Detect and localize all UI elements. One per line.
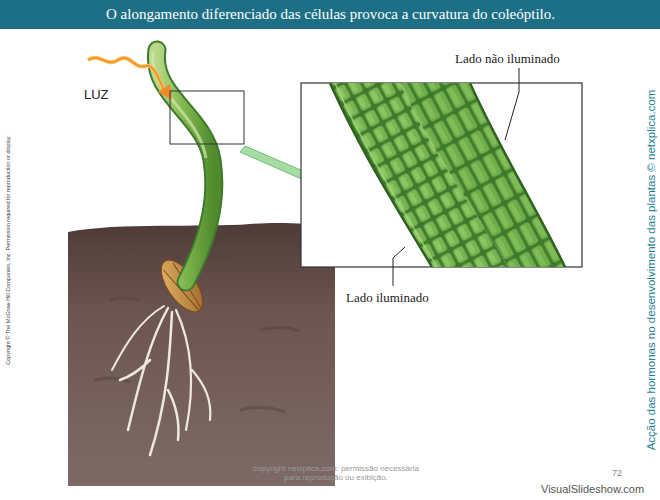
copyright-note: Copyright © The McGraw-Hill Companies, I… <box>5 135 11 364</box>
watermark-note: copyright netxplica.com: permissão neces… <box>246 464 426 482</box>
site-watermark: VisualSlideshow.com <box>541 483 644 495</box>
slide-number: 72 <box>612 468 622 478</box>
shaded-side-label: Lado não iluminado <box>455 51 560 67</box>
slide-title: O alongamento diferenciado das células p… <box>106 6 555 23</box>
lit-side-label: Lado iluminado <box>346 290 429 306</box>
side-title: Acção das hormonas no desenvolvimento da… <box>645 90 657 451</box>
light-label: LUZ <box>84 87 109 102</box>
